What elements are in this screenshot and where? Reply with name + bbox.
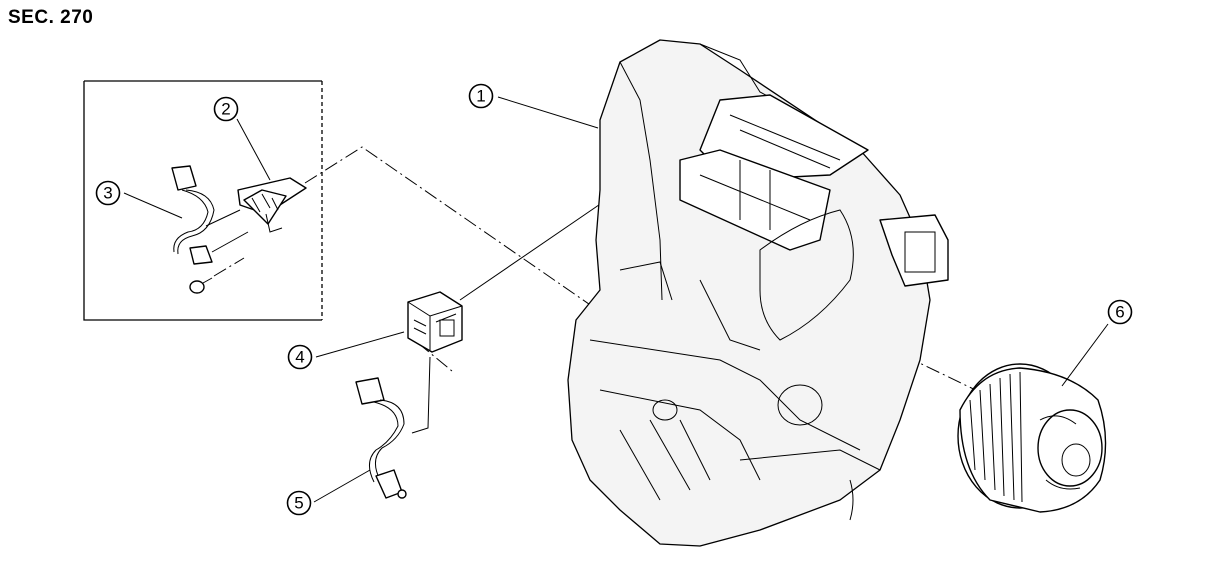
svg-text:3: 3	[103, 184, 112, 203]
callout-1: 1	[468, 83, 494, 109]
blower-switch	[407, 291, 463, 353]
svg-text:6: 6	[1115, 303, 1124, 322]
callout-3: 3	[95, 180, 121, 206]
svg-text:5: 5	[294, 494, 303, 513]
callout-6: 6	[1107, 299, 1133, 325]
switch-harness	[355, 377, 407, 499]
callout-2: 2	[213, 96, 239, 122]
callout-5: 5	[286, 490, 312, 516]
heater-unit	[567, 39, 949, 547]
svg-text:2: 2	[221, 100, 230, 119]
section-title: SEC. 270	[8, 7, 94, 28]
leader-lines	[123, 96, 1109, 503]
blower-resistor	[237, 177, 307, 233]
callout-4: 4	[287, 344, 313, 370]
svg-text:4: 4	[295, 348, 304, 367]
mounting-screw	[189, 257, 245, 294]
inset-frame	[83, 80, 323, 321]
resistor-harness	[171, 165, 249, 265]
svg-text:1: 1	[476, 87, 485, 106]
blower-motor	[957, 363, 1107, 513]
